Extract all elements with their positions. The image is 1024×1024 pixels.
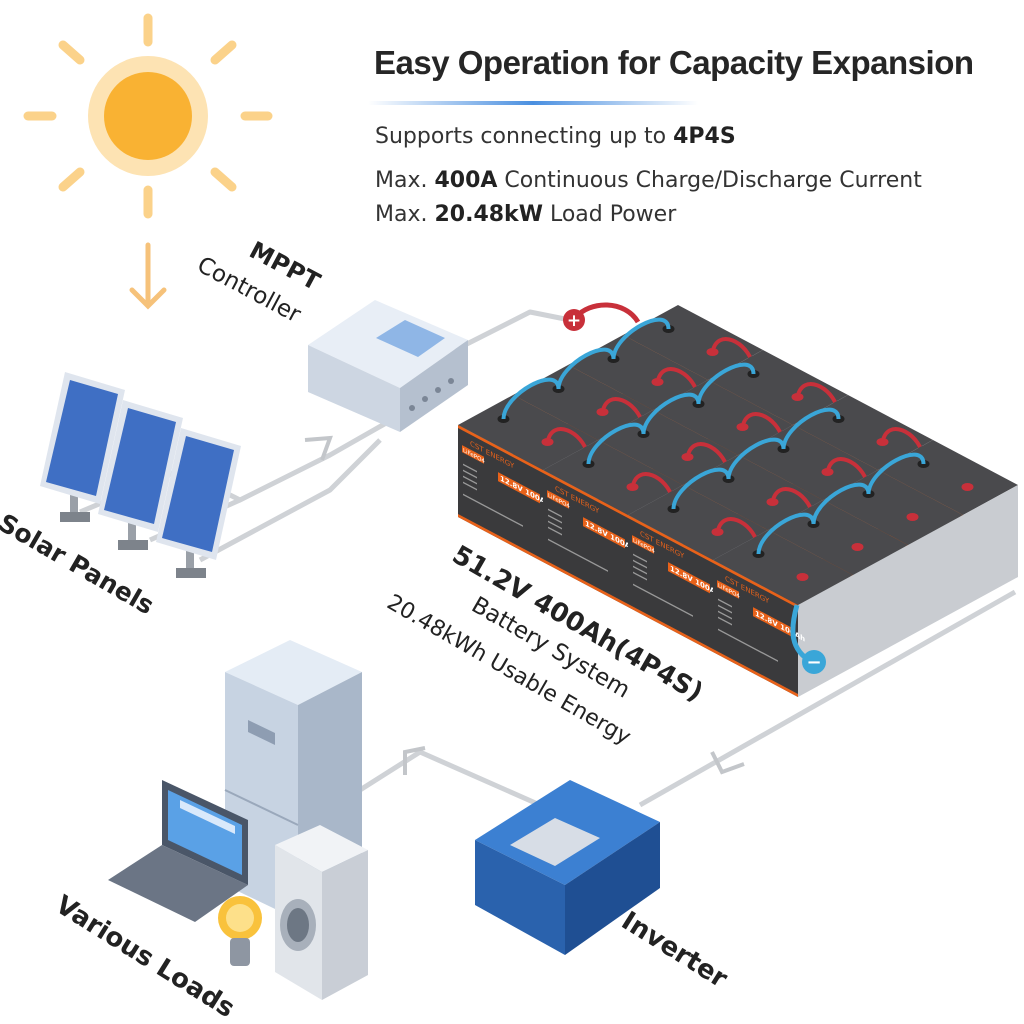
- feature-highlight: 400A: [434, 168, 498, 193]
- parallel-cable: [756, 512, 816, 555]
- negative-symbol: −: [806, 652, 821, 673]
- parallel-cable: [671, 467, 731, 510]
- solar-panels-icon: [40, 372, 241, 578]
- wire-arrow-icons: [304, 435, 745, 775]
- feature-highlight: 20.48kW: [434, 202, 543, 227]
- negative-terminal-marker: −: [790, 604, 826, 674]
- feature-text: Load Power: [542, 202, 677, 227]
- feature-line-2: Max. 400A Continuous Charge/Discharge Cu…: [375, 168, 922, 193]
- parallel-cable: [611, 317, 671, 360]
- washing-machine-icon: [275, 825, 368, 1000]
- feature-text: Supports connecting up to: [375, 124, 674, 149]
- feature-highlight: 4P4S: [673, 124, 736, 149]
- light-bulb-icon: [218, 896, 262, 966]
- page-title: Easy Operation for Capacity Expansion: [374, 44, 974, 81]
- positive-symbol: +: [567, 311, 581, 331]
- parallel-cable: [781, 407, 841, 450]
- parallel-cable: [641, 392, 701, 435]
- mppt-controller-icon: [308, 300, 468, 432]
- parallel-cable: [501, 377, 561, 420]
- parallel-cable: [726, 437, 786, 480]
- parallel-cable: [866, 452, 926, 495]
- feature-line-1: Supports connecting up to 4P4S: [375, 124, 736, 149]
- parallel-cable: [586, 422, 646, 465]
- feature-text: Max.: [375, 202, 435, 227]
- parallel-cable: [811, 482, 871, 525]
- inverter-icon: [475, 780, 660, 955]
- sun-icon: [23, 13, 273, 219]
- feature-text: Continuous Charge/Discharge Current: [497, 168, 922, 193]
- feature-text: Max.: [375, 168, 435, 193]
- laptop-icon: [108, 780, 248, 922]
- positive-terminal-marker: +: [563, 302, 641, 331]
- title-underline: [368, 101, 698, 105]
- feature-line-3: Max. 20.48kW Load Power: [375, 202, 676, 227]
- arrow-down-icon: [129, 242, 167, 310]
- parallel-cable: [696, 362, 756, 405]
- parallel-cable: [556, 347, 616, 390]
